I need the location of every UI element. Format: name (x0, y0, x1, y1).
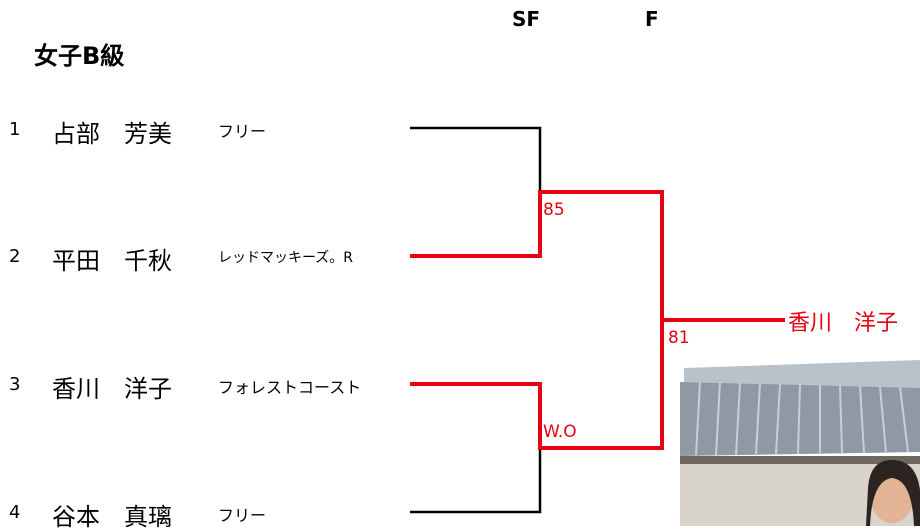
line-player1 (410, 126, 542, 192)
player-club: フリー (218, 122, 267, 141)
player-name: 平田 千秋 (52, 247, 172, 275)
round-label-sf: SF (512, 7, 541, 31)
score-semifinal-1: 85 (543, 200, 565, 220)
line-player4 (410, 450, 542, 514)
score-semifinal-2: W.O (543, 422, 577, 442)
bracket-title: 女子B級 (34, 42, 125, 70)
player-club: フリー (218, 506, 267, 525)
player-club: フォレストコースト (218, 378, 362, 397)
champion-name: 香川 洋子 (788, 311, 899, 336)
player-name: 谷本 真璃 (52, 503, 172, 531)
champion-photo (680, 360, 920, 526)
seed-number: 1 (9, 119, 21, 140)
seed-number: 3 (9, 374, 21, 395)
seed-number: 2 (9, 246, 21, 267)
player-name: 占部 芳美 (52, 120, 172, 148)
line-player3-win (410, 318, 785, 450)
seed-number: 4 (9, 502, 21, 523)
player-club: レッドマッキーズ。R (218, 250, 354, 266)
score-final: 81 (668, 328, 690, 348)
player-name: 香川 洋子 (52, 375, 172, 403)
line-player2-win (410, 190, 664, 320)
round-label-final: F (645, 7, 659, 31)
champion-photo-graphic (680, 360, 920, 526)
